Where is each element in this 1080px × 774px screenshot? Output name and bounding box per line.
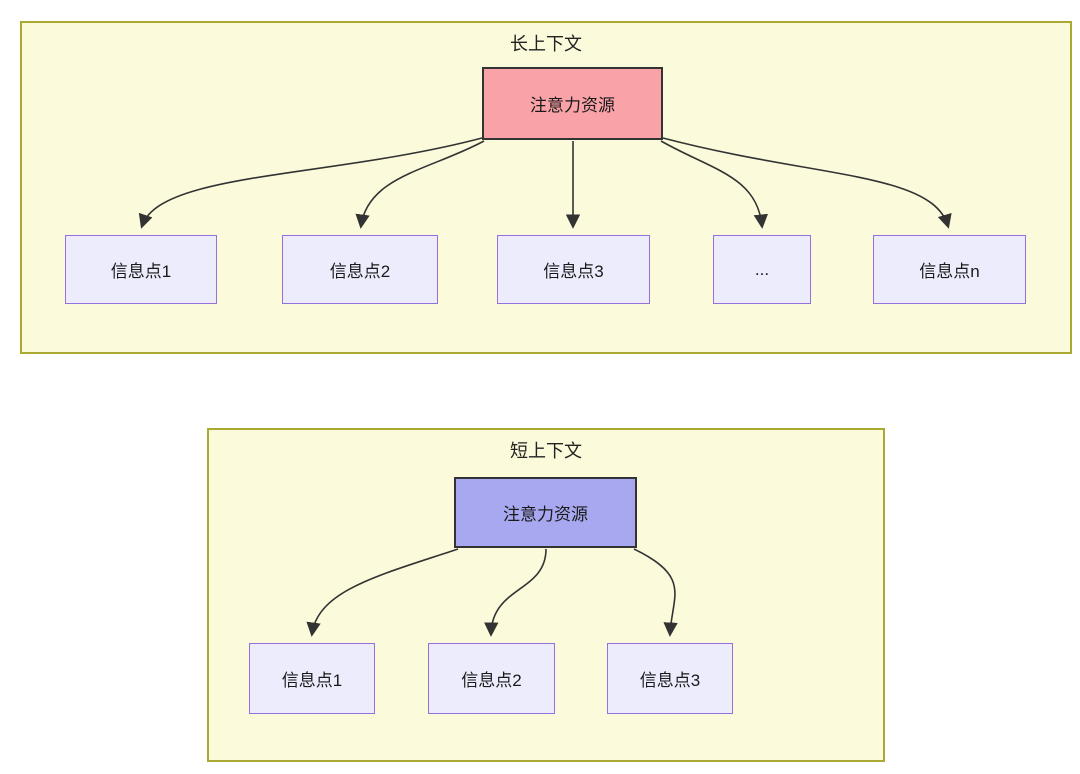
long-info-point-n: 信息点n — [873, 235, 1026, 304]
short-context-title: 短上下文 — [510, 441, 582, 461]
short-info-point-3: 信息点3 — [607, 643, 733, 714]
short-info-point-2: 信息点2 — [428, 643, 555, 714]
long-info-point-ellipsis: ... — [713, 235, 811, 304]
long-info-point-2: 信息点2 — [282, 235, 438, 304]
attention-box-long: 注意力资源 — [482, 67, 663, 140]
attention-box-short: 注意力资源 — [454, 477, 637, 548]
long-info-point-3: 信息点3 — [497, 235, 650, 304]
long-info-point-1: 信息点1 — [65, 235, 217, 304]
long-context-title: 长上下文 — [510, 34, 582, 54]
short-info-point-1: 信息点1 — [249, 643, 375, 714]
